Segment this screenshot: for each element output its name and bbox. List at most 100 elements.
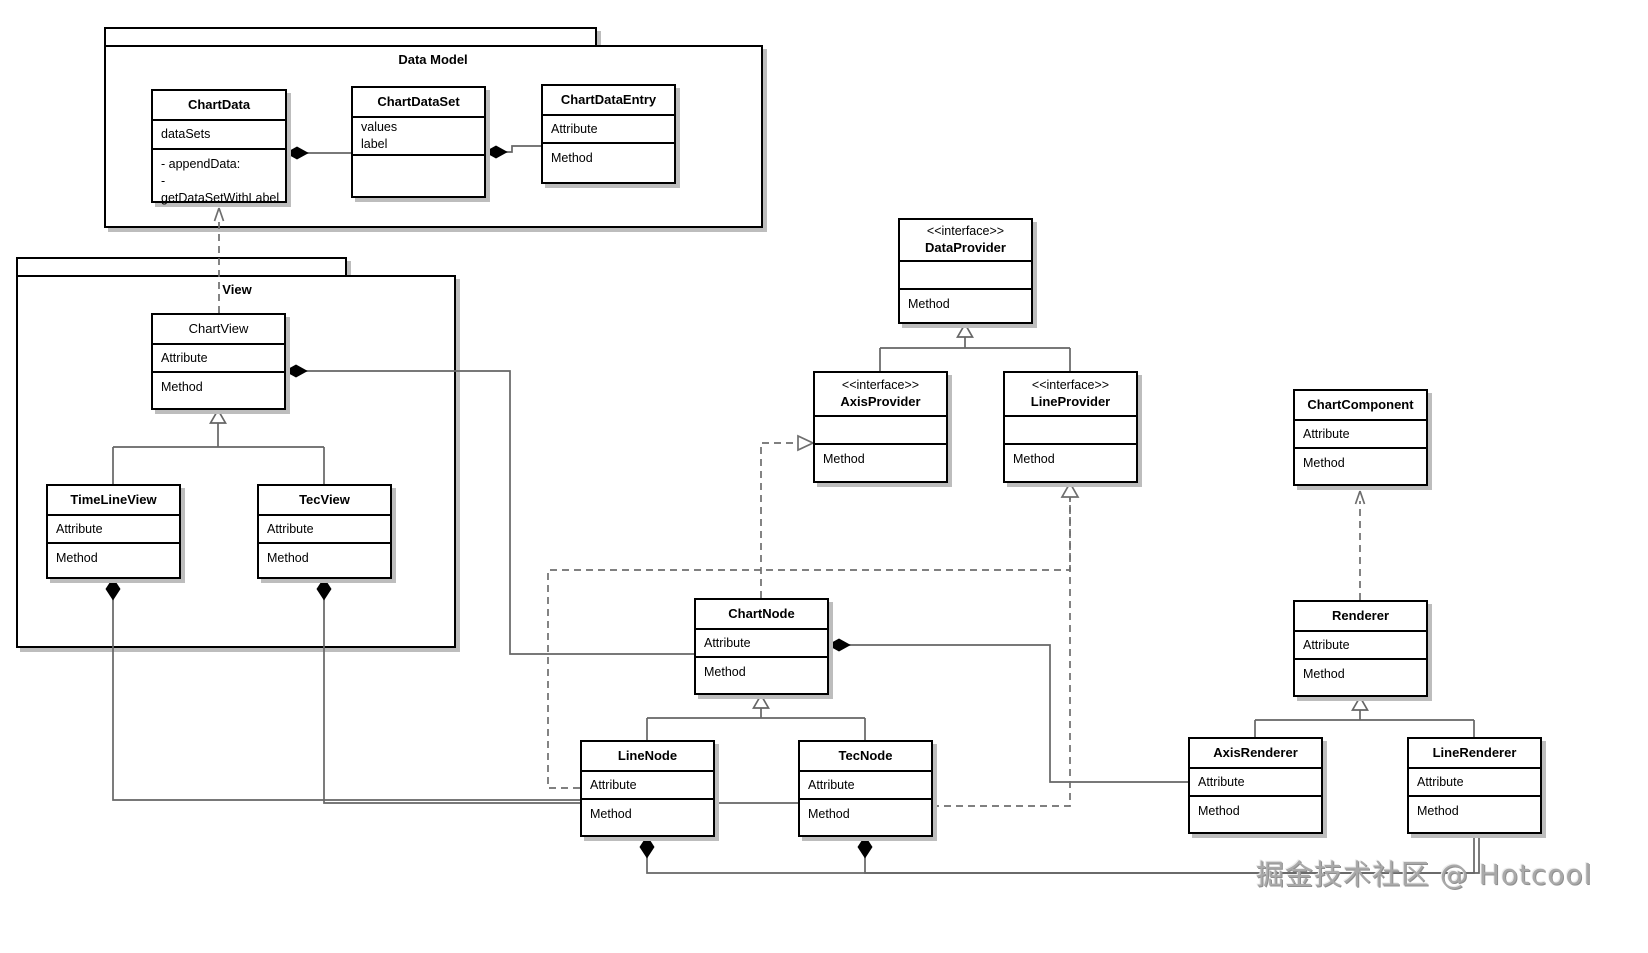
attribute-label: Attribute <box>267 521 314 536</box>
attribute-label: Attribute <box>704 635 751 650</box>
class-methods: Method <box>153 373 284 408</box>
edge-chartview-chartnode <box>284 364 694 655</box>
class-title: AxisRenderer <box>1190 739 1321 769</box>
class-title: ChartDataSet <box>353 88 484 118</box>
edge-nodes-generalize-chartnode <box>646 693 866 740</box>
class-attributes: Attribute <box>800 772 931 800</box>
class-chartview: ChartView Attribute Method <box>151 313 286 410</box>
edge-chartdataset-chartdataentry <box>484 145 541 159</box>
stereotype-label: <<interface>> <box>841 378 920 393</box>
package-data-model-label: Data Model <box>398 52 468 67</box>
attribute-label: Attribute <box>1303 426 1350 441</box>
composition-diamond <box>285 146 309 160</box>
attribute-label: values <box>361 120 398 135</box>
edge-renderers-generalize-renderer <box>1254 695 1475 737</box>
class-title: ChartData <box>153 91 285 121</box>
attribute-label: Attribute <box>161 350 208 365</box>
class-methods: Method <box>1409 797 1540 832</box>
class-attributes <box>900 262 1031 290</box>
class-chartdata: ChartData dataSets - appendData: - getDa… <box>151 89 287 205</box>
edge-renderer-depends-chartcomponent <box>1354 490 1366 600</box>
edge-chartdata-chartdataset <box>285 146 351 160</box>
interface-lineprovider: <<interface>> LineProvider Method <box>1003 371 1138 483</box>
class-methods: Method <box>543 144 674 182</box>
interface-axisprovider: <<interface>> AxisProvider Method <box>813 371 948 483</box>
class-attributes: Attribute <box>153 345 284 373</box>
method-label: Method <box>808 807 850 821</box>
method-label: - getDataSetWithLabel <box>161 173 280 205</box>
attribute-label: Attribute <box>808 777 855 792</box>
composition-diamond <box>284 364 308 378</box>
attribute-label: Attribute <box>590 777 637 792</box>
stereotype-label: <<interface>> <box>926 224 1005 239</box>
class-attributes <box>815 417 946 445</box>
class-chartdataset: ChartDataSet values label <box>351 86 486 198</box>
class-attributes: Attribute <box>696 630 827 658</box>
generalization-triangle <box>209 408 227 424</box>
class-attributes <box>1005 417 1136 445</box>
class-methods: Method <box>1295 660 1426 695</box>
edge-chartnode-axisrenderer <box>827 638 1188 783</box>
method-label: Method <box>161 380 203 394</box>
generalization-triangle <box>752 693 770 709</box>
class-linerenderer: LineRenderer Attribute Method <box>1407 737 1542 834</box>
composition-diamond <box>639 835 655 859</box>
realization-triangle <box>1060 481 1080 498</box>
class-chartdataentry: ChartDataEntry Attribute Method <box>541 84 676 184</box>
attribute-label: label <box>361 137 388 151</box>
class-title: <<interface>> AxisProvider <box>815 373 946 417</box>
method-label: Method <box>1303 456 1345 470</box>
generalization-triangle <box>956 322 974 338</box>
dependency-open-arrow <box>1354 490 1366 505</box>
class-renderer: Renderer Attribute Method <box>1293 600 1428 697</box>
edge-chartview-depends-chartdata <box>213 207 225 313</box>
class-title: LineNode <box>582 742 713 772</box>
class-methods: Method <box>259 544 390 577</box>
class-attributes: Attribute <box>1295 632 1426 660</box>
edge-timelineview-linenode <box>105 577 580 801</box>
method-label: Method <box>823 452 865 466</box>
composition-diamond <box>105 577 121 601</box>
class-tecview: TecView Attribute Method <box>257 484 392 579</box>
method-label: Method <box>704 665 746 679</box>
class-attributes: Attribute <box>1295 421 1426 449</box>
class-attributes: Attribute <box>543 116 674 144</box>
package-view-label: View <box>222 282 252 297</box>
class-methods: Method <box>582 800 713 835</box>
interface-name: DataProvider <box>925 239 1006 255</box>
class-attributes: values label <box>353 118 484 156</box>
class-methods <box>353 156 484 196</box>
class-title: ChartView <box>153 315 284 345</box>
attribute-label: Attribute <box>56 521 103 536</box>
edge-chartnode-realizes-axisprovider <box>760 434 816 598</box>
class-title: ChartDataEntry <box>543 86 674 116</box>
class-title: TecView <box>259 486 390 516</box>
composition-diamond <box>484 145 508 159</box>
class-methods: Method <box>900 290 1031 322</box>
composition-diamond <box>316 577 332 601</box>
attribute-label: dataSets <box>161 127 211 142</box>
class-attributes: dataSets <box>153 121 285 150</box>
class-title: ChartNode <box>696 600 827 630</box>
attribute-label: Attribute <box>1198 774 1245 789</box>
class-linenode: LineNode Attribute Method <box>580 740 715 837</box>
edge-providers-generalize-dataprovider <box>879 322 1071 371</box>
method-label: Method <box>551 151 593 165</box>
class-methods: Method <box>1295 449 1426 484</box>
interface-name: LineProvider <box>1030 393 1111 409</box>
composition-diamond <box>857 835 873 859</box>
method-label: Method <box>56 551 98 565</box>
class-timelineview: TimeLineView Attribute Method <box>46 484 181 579</box>
class-methods: Method <box>815 445 946 481</box>
edge-tecnode-linerenderer <box>857 834 1480 874</box>
edge-views-generalize-chartview <box>112 408 325 484</box>
method-label: Method <box>267 551 309 565</box>
attribute-label: Attribute <box>1417 774 1464 789</box>
class-methods: Method <box>1005 445 1136 481</box>
stereotype-label: <<interface>> <box>1031 378 1110 393</box>
class-attributes: Attribute <box>582 772 713 800</box>
class-tecnode: TecNode Attribute Method <box>798 740 933 837</box>
class-title: <<interface>> DataProvider <box>900 220 1031 262</box>
class-methods: - appendData: - getDataSetWithLabel <box>153 150 285 207</box>
